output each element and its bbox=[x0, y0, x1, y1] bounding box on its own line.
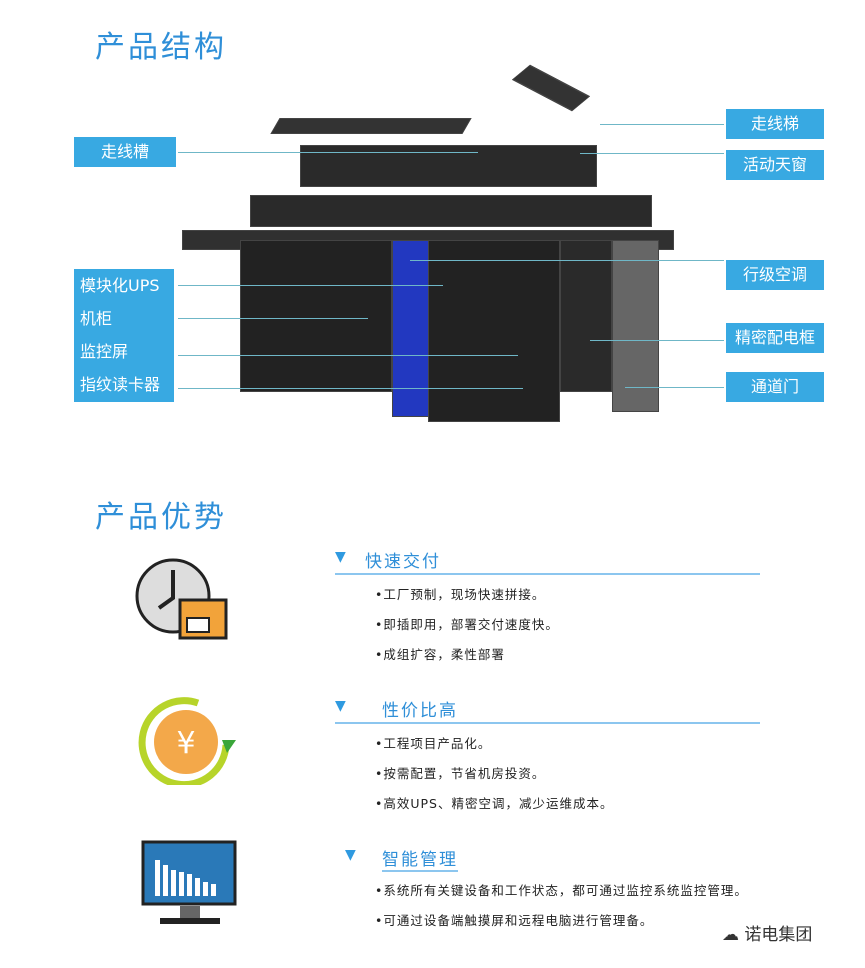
label-fingerprint-reader: 指纹读卡器 bbox=[80, 375, 161, 394]
label-modular-ups: 模块化UPS bbox=[80, 276, 160, 295]
label-cabinet: 机柜 bbox=[80, 309, 113, 328]
wechat-icon: ☁ bbox=[722, 925, 745, 945]
advantages-title: 产品优势 bbox=[95, 500, 227, 535]
left-label-stack: 模块化UPS 机柜 监控屏 指纹读卡器 bbox=[74, 269, 174, 402]
watermark: ☁ 诺电集团 bbox=[722, 925, 813, 945]
section-smart-management: ▼智能管理 bbox=[345, 847, 458, 872]
monitor-chart-icon bbox=[141, 840, 237, 924]
bullet: •系统所有关键设备和工作状态，都可通过监控系统监控管理。 bbox=[375, 883, 748, 898]
bullet: •高效UPS、精密空调，减少运维成本。 bbox=[375, 796, 614, 811]
triangle-down-icon: ▼ bbox=[335, 549, 346, 565]
label-skylight: 活动天窗 bbox=[726, 150, 824, 180]
label-cable-ladder: 走线梯 bbox=[726, 109, 824, 139]
bullet: •可通过设备端触摸屏和远程电脑进行管理备。 bbox=[375, 913, 654, 928]
bullet: •工厂预制，现场快速拼接。 bbox=[375, 587, 546, 602]
clock-box-icon bbox=[135, 558, 228, 640]
section-cost-effective: ▼性价比高 bbox=[335, 696, 760, 724]
coin-symbol: ¥ bbox=[176, 726, 195, 761]
coin-icon: ¥ bbox=[138, 697, 236, 785]
triangle-down-icon: ▼ bbox=[345, 847, 356, 863]
label-monitor-screen: 监控屏 bbox=[80, 342, 129, 361]
bullet: •即插即用，部署交付速度快。 bbox=[375, 617, 559, 632]
label-cable-trough: 走线槽 bbox=[74, 137, 176, 167]
structure-title: 产品结构 bbox=[95, 30, 227, 65]
bullet: •工程项目产品化。 bbox=[375, 736, 492, 751]
bullet: •成组扩容，柔性部署 bbox=[375, 647, 505, 662]
label-pdu: 精密配电框 bbox=[726, 323, 824, 353]
bullet: •按需配置，节省机房投资。 bbox=[375, 766, 546, 781]
triangle-down-icon: ▼ bbox=[335, 698, 346, 714]
section-fast-delivery: ▼快速交付 bbox=[335, 547, 760, 575]
label-aisle-door: 通道门 bbox=[726, 372, 824, 402]
label-row-ac: 行级空调 bbox=[726, 260, 824, 290]
